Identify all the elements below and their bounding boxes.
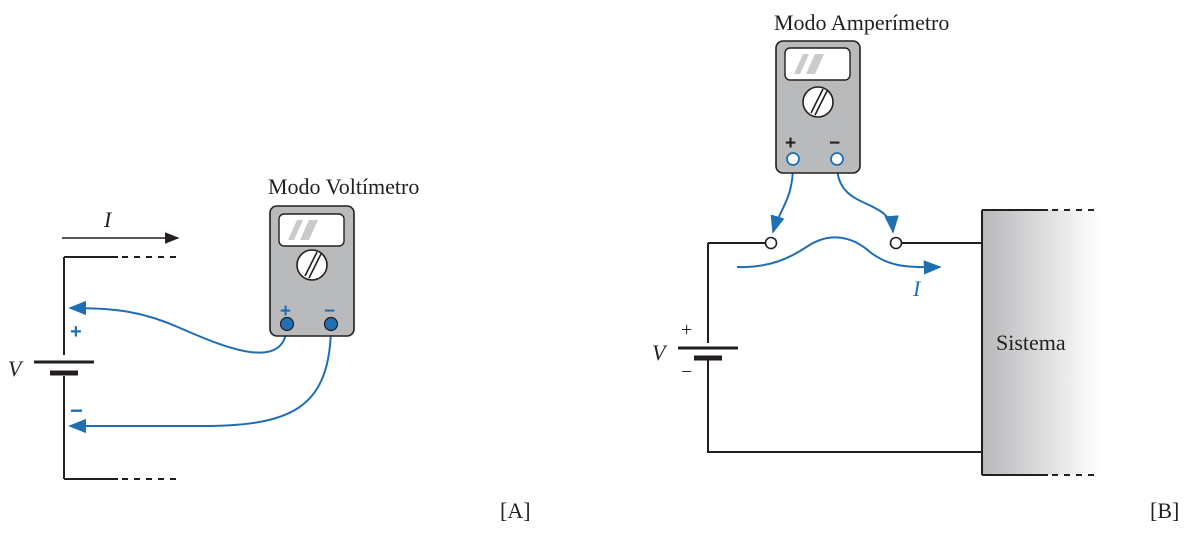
- probe-plus-label-b: +: [785, 133, 796, 154]
- meter-title-b: Modo Amperímetro: [774, 10, 949, 35]
- negative-terminal-a[interactable]: [323, 316, 339, 332]
- system-label: Sistema: [996, 330, 1066, 355]
- positive-terminal-a[interactable]: [279, 316, 295, 332]
- panel-tag-a: [A]: [500, 498, 531, 523]
- battery-symbol-icon: [34, 360, 94, 376]
- current-label-a: I: [103, 207, 113, 232]
- selector-dial-icon[interactable]: [296, 249, 328, 281]
- positive-probe-lead-b[interactable]: [770, 164, 794, 234]
- plus-sign-a: +: [70, 321, 82, 343]
- current-flow-arrow-b: [736, 236, 942, 275]
- panel-tag-b: [B]: [1150, 498, 1179, 523]
- negative-probe-lead-b[interactable]: [836, 164, 899, 234]
- negative-probe-lead-a[interactable]: [68, 323, 332, 434]
- positive-terminal-b[interactable]: [786, 152, 800, 166]
- positive-probe-lead-a[interactable]: [68, 300, 288, 354]
- wire-left-lower-b: [707, 358, 982, 453]
- probe-minus-label-b: −: [829, 133, 840, 154]
- minus-sign-a: −: [70, 398, 83, 423]
- panel-a: I V + − Modo Voltímetro: [8, 174, 531, 523]
- battery-symbol-icon-b: [678, 346, 738, 361]
- multimeter-icon-b[interactable]: + −: [775, 40, 861, 174]
- probe-minus-label-a: −: [324, 301, 335, 322]
- panel-b: Sistema V + − I Modo Amperímetro: [652, 10, 1179, 523]
- display-marks-a: [288, 220, 318, 240]
- system-box: [982, 210, 1100, 475]
- meter-title-a: Modo Voltímetro: [268, 174, 419, 199]
- break-terminal-left[interactable]: [764, 236, 778, 250]
- negative-terminal-b[interactable]: [830, 152, 844, 166]
- probe-plus-label-a: +: [280, 301, 291, 322]
- voltage-label-a: V: [8, 356, 24, 381]
- voltage-label-b: V: [652, 340, 668, 365]
- current-label-b: I: [912, 276, 922, 301]
- display-marks-b: [794, 54, 824, 74]
- minus-sign-b: −: [681, 361, 692, 383]
- break-terminal-right[interactable]: [889, 236, 903, 250]
- multimeter-icon[interactable]: + −: [269, 205, 355, 337]
- selector-dial-icon-b[interactable]: [802, 86, 834, 118]
- plus-sign-b: +: [681, 319, 692, 341]
